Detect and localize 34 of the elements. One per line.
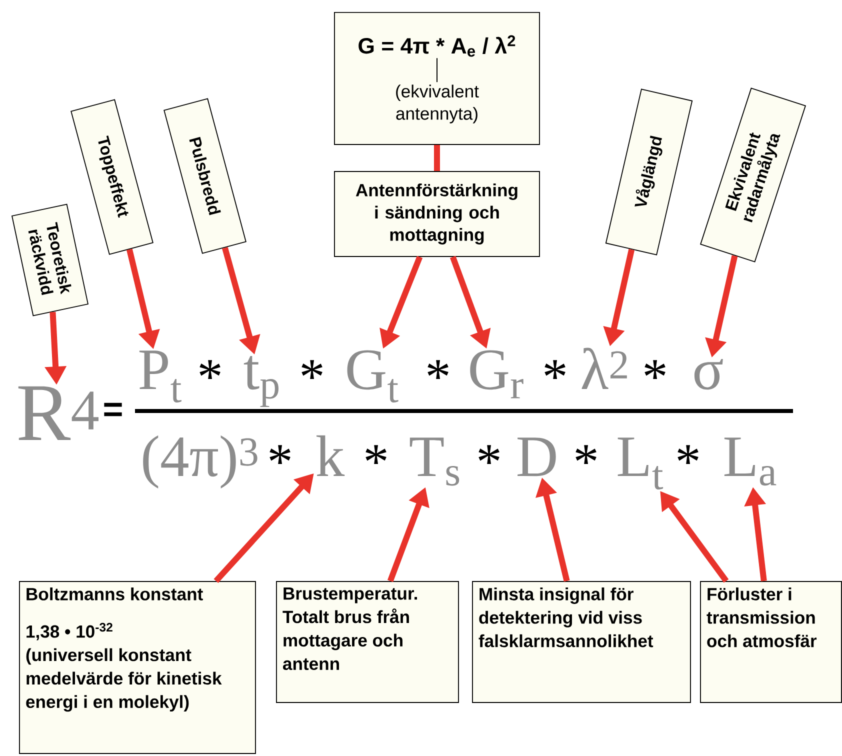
multiplication-sign: * [428, 360, 448, 380]
leader-line [436, 58, 438, 83]
multiplication-sign: * [270, 445, 290, 464]
description-box: Minsta insignal för detektering vid viss falsklarmsannolikhet [472, 581, 691, 703]
equation-term: P$_{t}$ [139, 350, 182, 402]
multiplication-sign: * [200, 360, 220, 380]
equation-term: σ [694, 359, 723, 390]
formula-text: G = 4π * A$_{e}$ / λ$^{2}$ [358, 35, 516, 57]
connector-line [434, 144, 440, 171]
equation-term: λ$^{2}$ [582, 348, 627, 389]
description-box: Boltzmanns konstant 1,38 • 10$^{-32}$ (universell konstant medelvärde för kinetisk energi i en molekyl) [19, 581, 256, 754]
multiplication-sign: * [302, 360, 322, 380]
equation-term: D [518, 438, 556, 476]
label-box: Antennförstärkning i sändning och mottagning [334, 171, 540, 257]
description-box: Förluster i transmission och atmosfär [700, 581, 842, 703]
multiplication-sign: * [478, 445, 500, 464]
equation-term: L$_{a}$ [724, 438, 776, 486]
multiplication-sign: * [576, 445, 596, 464]
description-box: Brustemperatur. Totalt brus från mottagare och antenn [276, 581, 459, 703]
multiplication-sign: * [644, 360, 666, 380]
multiplication-sign: * [366, 445, 386, 464]
formula-box [334, 12, 540, 145]
equation-term: R$^{4}$ [18, 386, 98, 440]
equation-term: G$_{t}$ [347, 350, 398, 402]
equation-term: (4π)$^{3}$ [143, 435, 258, 488]
equation-term: t$_{p}$ [244, 356, 278, 408]
multiplication-sign: * [544, 360, 566, 380]
multiplication-sign: * [678, 445, 698, 464]
equation-term: G$_{r}$ [470, 350, 524, 398]
equation-term: k [316, 435, 345, 476]
equals-sign: = [104, 402, 122, 416]
annotation-text: (ekvivalent antennyta) [396, 84, 479, 124]
equation-term: T$_{s}$ [410, 438, 460, 486]
equation-term: L$_{t}$ [618, 438, 664, 490]
